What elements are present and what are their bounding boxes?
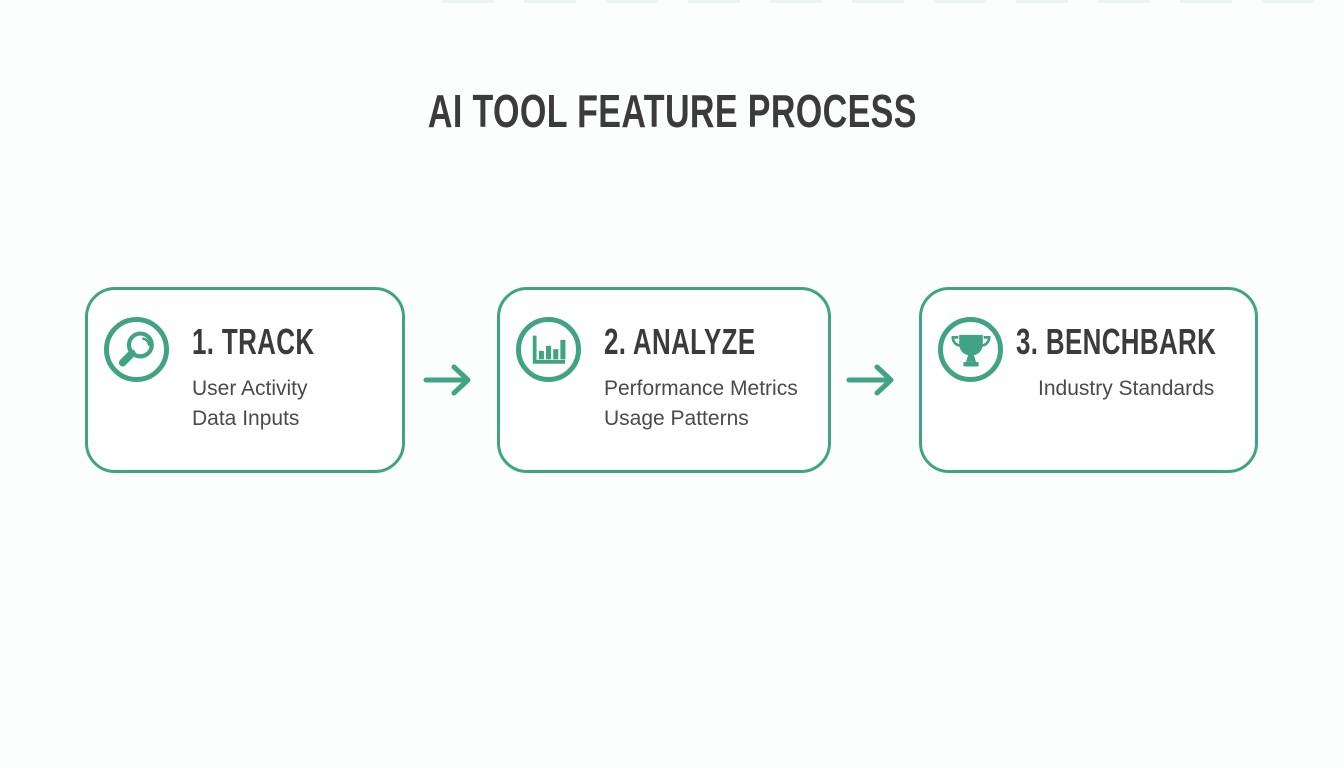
step-subtitle-line: Performance Metrics [604,377,798,400]
step-subtitle-line: Usage Patterns [604,407,749,430]
step-text-block: 1. TRACK User Activity Data Inputs [192,320,362,434]
step-card-track: 1. TRACK User Activity Data Inputs [85,287,405,473]
arrow-right-icon [846,364,894,396]
step-heading: 3. BENCHBARK [1016,321,1217,362]
step-text-block: 3. BENCHBARK Industry Standards [1016,320,1294,404]
magnifier-icon [118,330,154,366]
top-edge-artifact [442,0,1344,3]
step-icon-circle [938,317,1003,382]
step-heading: 2. ANALYZE [604,321,756,362]
page-title: AI TOOL FEATURE PROCESS [427,85,917,137]
trophy-icon [951,334,990,366]
step-card-benchbark: 3. BENCHBARK Industry Standards [919,287,1258,473]
step-card-analyze: 2. ANALYZE Performance Metrics Usage Pat… [497,287,831,473]
step-sublines: Industry Standards [1016,374,1294,404]
step-sublines: Performance Metrics Usage Patterns [604,374,814,434]
step-sublines: User Activity Data Inputs [192,374,362,434]
step-icon-circle [516,317,581,382]
step-subtitle-line: Data Inputs [192,407,300,430]
step-subtitle-line: Industry Standards [1038,377,1215,400]
step-icon-circle [104,317,169,382]
step-heading: 1. TRACK [192,321,315,362]
bar-chart-icon [532,335,565,364]
step-subtitle-line: User Activity [192,377,308,400]
title-row: AI TOOL FEATURE PROCESS [0,84,1344,138]
step-text-block: 2. ANALYZE Performance Metrics Usage Pat… [604,320,814,434]
arrow-right-icon [423,364,471,396]
